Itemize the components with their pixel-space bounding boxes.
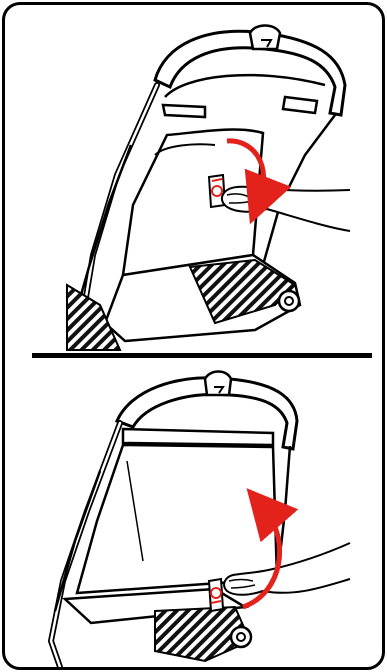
stroller-icon — [5, 5, 382, 355]
stroller-icon — [5, 361, 382, 667]
step-2-panel — [5, 361, 382, 667]
step-1-panel — [5, 5, 382, 355]
seat-back — [77, 445, 277, 593]
release-lever-icon — [209, 579, 223, 611]
panel-divider — [32, 353, 372, 358]
